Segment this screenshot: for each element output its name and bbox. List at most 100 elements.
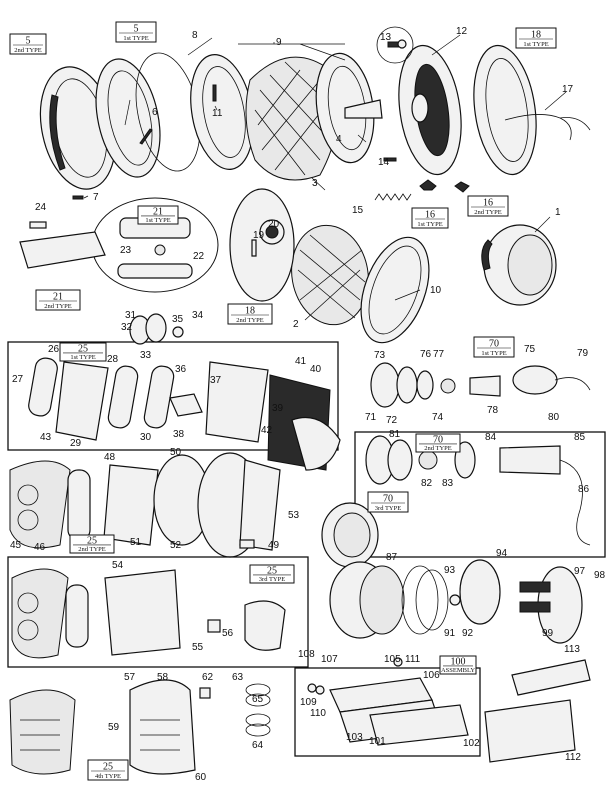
callout-42: 42	[261, 425, 273, 436]
reversing-lamp-70-2nd	[365, 435, 591, 546]
callout-110: 110	[310, 708, 326, 719]
callout-87: 87	[386, 552, 398, 563]
callout-30: 30	[140, 432, 152, 443]
tail-lamp-frame-1st	[7, 341, 339, 451]
type-tag-label: 2nd TYPE	[236, 317, 264, 324]
callout-98: 98	[594, 570, 606, 581]
type-tag-number: 25	[87, 536, 97, 547]
callout-81: 81	[389, 429, 401, 440]
rim-10	[360, 236, 430, 344]
callout-49: 49	[268, 540, 280, 551]
type-tag-label: 4th TYPE	[95, 773, 121, 780]
type-tag-number: 18	[245, 306, 255, 317]
type-tag-label: 1st TYPE	[145, 217, 170, 224]
callout-51: 51	[130, 537, 142, 548]
fog-lamp-87-group	[329, 559, 583, 644]
callout-numbers: 1234678910111213141517192022232426272829…	[10, 26, 606, 783]
tail-lamp-25-1st	[28, 357, 341, 471]
type-tag-label: 1st TYPE	[523, 41, 548, 48]
light-unit-3	[245, 56, 339, 181]
callout-50: 50	[170, 447, 182, 458]
type-tag-number: 21	[153, 207, 163, 218]
callout-22: 22	[193, 251, 205, 262]
callout-31: 31	[125, 310, 137, 321]
type-tag-label: 1st TYPE	[481, 350, 506, 357]
callout-103: 103	[346, 732, 363, 743]
headlamp-rim-5-1st	[95, 58, 161, 178]
callout-86: 86	[578, 484, 590, 495]
callout-111: 111	[405, 654, 421, 665]
sealed-beam-lamp-1	[481, 224, 557, 306]
type-tag-label: 2nd TYPE	[44, 303, 72, 310]
callout-13: 13	[380, 32, 392, 43]
callout-14: 14	[378, 157, 390, 168]
callout-23: 23	[120, 245, 132, 256]
reversing-lamp-frame-2nd	[354, 431, 606, 558]
callout-62: 62	[202, 672, 214, 683]
callout-113: 113	[564, 644, 580, 655]
clip-16	[419, 179, 437, 191]
callout-8: 8	[192, 30, 198, 41]
callout-4: 4	[336, 134, 342, 145]
callout-15: 15	[352, 205, 364, 216]
grommets-31-35	[129, 313, 184, 345]
type-tag-label: 3rd TYPE	[375, 505, 401, 512]
callout-55: 55	[192, 642, 204, 653]
callout-74: 74	[432, 412, 444, 423]
callout-29: 29	[70, 438, 82, 449]
callout-56: 56	[222, 628, 234, 639]
spring-15	[374, 193, 412, 201]
callout-106: 106	[423, 670, 440, 681]
type-tag-number: 21	[53, 292, 63, 303]
callout-93: 93	[444, 565, 456, 576]
callout-101: 101	[369, 736, 386, 747]
callout-17: 17	[562, 84, 574, 95]
callout-38: 38	[173, 429, 185, 440]
callout-27: 27	[12, 374, 24, 385]
callout-39: 39	[272, 403, 284, 414]
callout-76: 76	[420, 349, 432, 360]
plate-112-113	[484, 659, 591, 763]
callout-99: 99	[542, 628, 554, 639]
callout-71: 71	[365, 412, 377, 423]
callout-58: 58	[157, 672, 169, 683]
callout-109: 109	[300, 697, 317, 708]
callout-2: 2	[293, 319, 299, 330]
type-tag-number: 16	[425, 210, 435, 221]
type-tag-number: 5	[26, 36, 31, 47]
type-tag-label: 2nd TYPE	[14, 47, 42, 54]
type-tag-label: 2nd TYPE	[474, 209, 502, 216]
callout-43: 43	[40, 432, 52, 443]
callout-10: 10	[430, 285, 442, 296]
callout-19: 19	[253, 230, 265, 241]
mounting-plate-18	[229, 188, 295, 302]
type-tag-label: 1st TYPE	[123, 35, 148, 42]
callout-40: 40	[310, 364, 322, 375]
tail-lamp-frame-3rd	[7, 556, 309, 668]
type-tag-number: 100	[451, 657, 466, 668]
callout-108: 108	[298, 649, 315, 660]
type-tag-number: 5	[134, 24, 139, 35]
type-tag-number: 25	[103, 762, 113, 773]
callout-54: 54	[112, 560, 124, 571]
callout-37: 37	[210, 375, 222, 386]
callout-84: 84	[485, 432, 497, 443]
callout-112: 112	[565, 752, 581, 763]
screw-11	[212, 84, 217, 102]
callout-7: 7	[93, 192, 99, 203]
reversing-lamp-70-3rd	[321, 502, 379, 568]
type-tag-label: 3rd TYPE	[259, 576, 285, 583]
callout-12: 12	[456, 26, 468, 37]
callout-24: 24	[35, 202, 47, 213]
type-tag-number: 25	[267, 566, 277, 577]
type-tag-number: 18	[531, 30, 541, 41]
